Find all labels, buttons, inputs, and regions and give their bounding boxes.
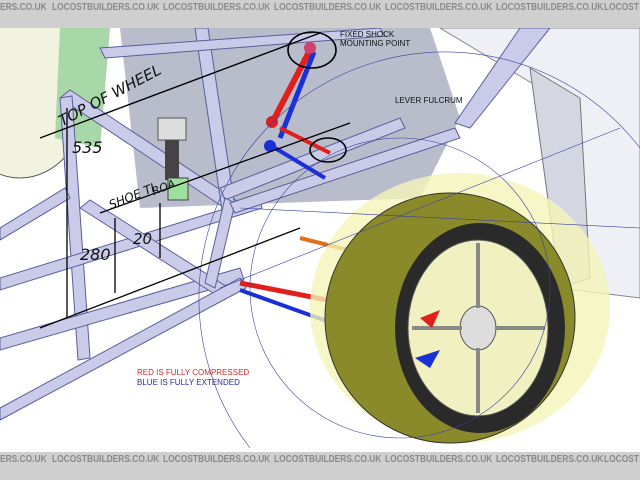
watermark-text: LOCOSTBUILDERS.CO.UK — [496, 454, 604, 465]
dimension-lines — [39, 32, 351, 329]
lever-compressed — [279, 126, 331, 155]
watermark-text: LOCOSTBUILDERS.CO.UK — [52, 454, 160, 465]
watermark-text: LOCOSTBUILDERS.CO.UK — [385, 2, 493, 13]
callout-circle — [309, 137, 347, 163]
shock-spring — [165, 140, 179, 180]
fixed-shock-label: FIXED SHOCK MOUNTING POINT — [340, 30, 410, 48]
watermark-text: LOCOST — [604, 2, 640, 13]
watermark-text: ERS.CO.UK — [0, 454, 47, 465]
construction-lines — [198, 51, 640, 449]
callout-circle — [287, 31, 337, 69]
cad-suspension-render — [0, 28, 640, 449]
wheel-spokes — [412, 243, 545, 413]
legend: RED IS FULLY COMPRESSED BLUE IS FULLY EX… — [137, 368, 249, 388]
watermark-text: ERS.CO.UK — [0, 2, 47, 13]
fixed-shock-line1: FIXED SHOCK — [340, 30, 395, 39]
rocker-extended — [264, 140, 276, 152]
pushrod-extended — [277, 51, 317, 139]
dim-20: 20 — [133, 230, 153, 248]
space-frame — [0, 28, 551, 421]
lever-extended — [273, 146, 327, 180]
watermark-text: LOCOSTBUILDERS.CO.UK — [274, 454, 382, 465]
shock-mount-ball — [304, 42, 316, 54]
lever-fulcrum-label: LEVER FULCRUM — [395, 96, 463, 105]
rocker-compressed — [266, 116, 278, 128]
legend-red: RED IS FULLY COMPRESSED — [137, 368, 250, 377]
watermark-band-bottom: ERS.CO.UK LOCOSTBUILDERS.CO.UK LOCOSTBUI… — [0, 452, 640, 480]
upright-extended — [415, 350, 440, 368]
watermark-text: LOCOST — [604, 454, 640, 465]
dim-535: 535 — [72, 138, 103, 157]
watermark-text: LOCOSTBUILDERS.CO.UK — [163, 2, 271, 13]
watermark-text: LOCOSTBUILDERS.CO.UK — [52, 2, 160, 13]
shock-top — [157, 117, 187, 141]
upright-compressed — [420, 310, 440, 328]
fixed-shock-line2: MOUNTING POINT — [340, 39, 411, 48]
dim-280: 280 — [80, 245, 111, 264]
legend-blue: BLUE IS FULLY EXTENDED — [137, 378, 240, 387]
watermark-band-top: ERS.CO.UK LOCOSTBUILDERS.CO.UK LOCOSTBUI… — [0, 0, 640, 28]
wheel-hub — [459, 305, 497, 351]
watermark-text: LOCOSTBUILDERS.CO.UK — [274, 2, 382, 13]
watermark-text: LOCOSTBUILDERS.CO.UK — [163, 454, 271, 465]
watermark-text: LOCOSTBUILDERS.CO.UK — [496, 2, 604, 13]
pushrod-compressed — [269, 48, 313, 125]
watermark-text: LOCOSTBUILDERS.CO.UK — [385, 454, 493, 465]
